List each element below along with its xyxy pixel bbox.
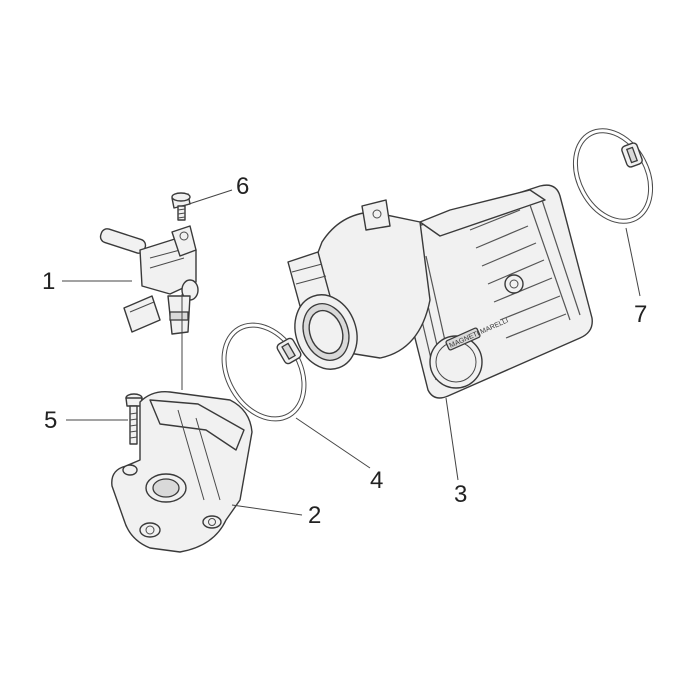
callout-6: 6 [236,173,249,200]
screw-manifold [125,393,143,445]
leader-7 [625,227,641,297]
throttle-body: MAGNETI MARELLI [287,184,593,399]
leader-6 [185,189,233,206]
callout-5: 5 [44,407,57,434]
leader-lines [62,189,641,516]
leader-4 [295,417,371,469]
leader-3 [445,397,459,481]
hose-clamp-large [572,128,654,224]
hose-clamp-small [221,322,307,422]
leader-2 [231,504,303,516]
callout-3: 3 [454,481,467,508]
callout-1: 1 [42,268,55,295]
fuel-injector [99,225,199,335]
callout-2: 2 [308,502,321,529]
intake-manifold [111,391,253,553]
callout-7: 7 [634,301,647,328]
screw-injector [171,192,191,221]
callout-labels: 1 2 3 4 5 6 7 [42,173,647,529]
callout-4: 4 [370,467,383,494]
